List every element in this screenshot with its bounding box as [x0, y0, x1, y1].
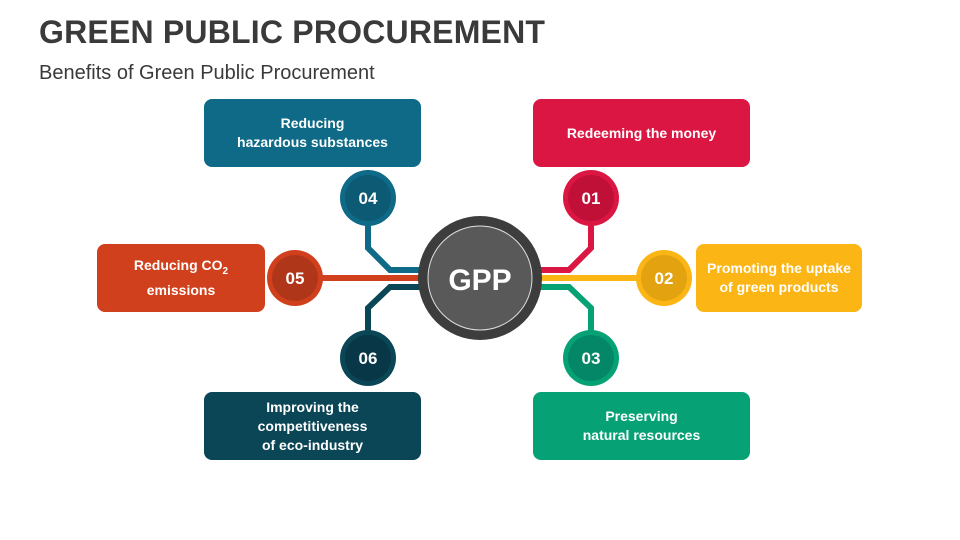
- benefit-text: Improving the competitiveness: [257, 398, 368, 434]
- circle-06: 06: [340, 330, 396, 386]
- benefit-text: of green products: [719, 279, 839, 295]
- connector-03: [535, 284, 594, 336]
- number-02: 02: [655, 269, 674, 288]
- circle-01: 01: [563, 170, 619, 226]
- number-01: 01: [582, 189, 601, 208]
- number-03: 03: [582, 349, 601, 368]
- connector-06: [365, 284, 425, 336]
- benefit-box-01: Redeeming the money: [533, 99, 750, 167]
- benefit-text: Preserving: [605, 408, 678, 424]
- benefit-box-04: Reducing hazardous substances: [204, 99, 421, 167]
- number-05: 05: [286, 269, 305, 288]
- benefit-text: emissions: [146, 281, 216, 298]
- benefit-text: of eco-industry: [261, 436, 364, 453]
- circle-03: 03: [563, 330, 619, 386]
- number-04: 04: [359, 189, 378, 208]
- benefit-text: Promoting the uptake: [707, 260, 851, 276]
- benefit-box-06: Improving the competitiveness of eco-indu…: [204, 392, 421, 460]
- connector-04: [365, 220, 425, 273]
- circle-04: 04: [340, 170, 396, 226]
- connector-01: [535, 220, 594, 273]
- benefit-box-02: Promoting the uptake of green products: [696, 244, 862, 312]
- benefit-text: natural resources: [582, 427, 701, 443]
- benefit-text: Reducing CO2: [133, 257, 229, 277]
- slide-title: GREEN PUBLIC PROCUREMENT: [39, 14, 546, 50]
- circle-05: 05: [267, 250, 323, 306]
- center-label: GPP: [448, 264, 511, 297]
- center-hub: GPP: [418, 216, 542, 340]
- benefit-text: Redeeming the money: [566, 124, 717, 141]
- benefit-text: Reducing: [280, 115, 345, 131]
- number-06: 06: [359, 349, 378, 368]
- circle-02: 02: [636, 250, 692, 306]
- benefit-text: hazardous substances: [237, 134, 388, 150]
- slide-subtitle: Benefits of Green Public Procurement: [39, 62, 375, 84]
- benefit-box-05: Reducing CO2 emissions: [97, 244, 265, 312]
- benefit-box-03: Preserving natural resources: [533, 392, 750, 460]
